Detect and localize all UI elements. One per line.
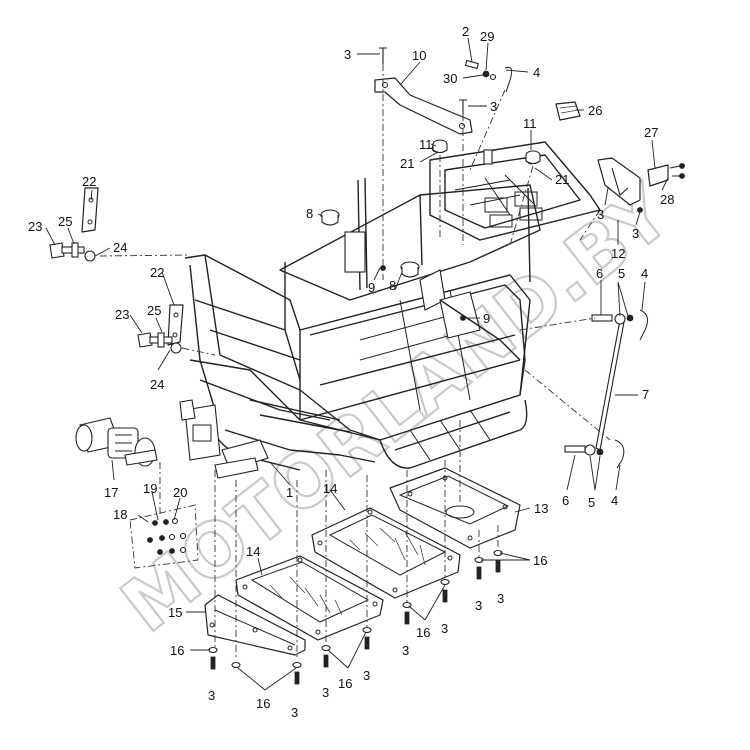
- part-18-hardware-group: [129, 504, 199, 569]
- callout-7: 7: [642, 387, 649, 402]
- callout-23: 23: [115, 307, 129, 322]
- callout-24: 24: [150, 377, 164, 392]
- callout-16: 16: [338, 676, 352, 691]
- leader-lines: [45, 37, 669, 691]
- callout-18: 18: [113, 507, 127, 522]
- callout-16: 16: [256, 696, 270, 711]
- callout-labels: 3 10 2 29 30 4 3 26 11 11 21 21 27 28 3 …: [28, 24, 674, 720]
- callout-9: 9: [368, 280, 375, 295]
- callout-3: 3: [291, 705, 298, 720]
- callout-3: 3: [441, 621, 448, 636]
- callout-4: 4: [533, 65, 540, 80]
- callout-6: 6: [596, 266, 603, 281]
- callout-3: 3: [363, 668, 370, 683]
- callout-4: 4: [611, 493, 618, 508]
- callout-22: 22: [82, 174, 96, 189]
- callout-3: 3: [632, 226, 639, 241]
- callout-2: 2: [462, 24, 469, 39]
- callout-25: 25: [58, 214, 72, 229]
- main-frame: [179, 141, 601, 479]
- callout-14: 14: [323, 481, 337, 496]
- part-26-pad: [555, 101, 581, 121]
- callout-8: 8: [306, 206, 313, 221]
- callout-3: 3: [475, 598, 482, 613]
- callout-12: 12: [611, 246, 625, 261]
- callout-19: 19: [143, 481, 157, 496]
- callout-22: 22: [150, 265, 164, 280]
- part-7-strut: [564, 309, 649, 469]
- part-10-bracket: [374, 47, 473, 135]
- callout-24: 24: [113, 240, 127, 255]
- skid-plate-14-front: [235, 555, 384, 641]
- callout-23: 23: [28, 219, 42, 234]
- left-shock-mount-upper: [49, 187, 99, 262]
- callout-15: 15: [168, 605, 182, 620]
- callout-5: 5: [588, 495, 595, 510]
- callout-1: 1: [286, 485, 293, 500]
- callout-11: 11: [523, 116, 537, 131]
- callout-11: 11: [419, 137, 433, 152]
- callout-16: 16: [533, 553, 547, 568]
- callout-30: 30: [443, 71, 457, 86]
- pin-assembly-top: [464, 59, 513, 93]
- callout-4: 4: [641, 266, 648, 281]
- callout-29: 29: [480, 29, 494, 44]
- callout-3: 3: [497, 591, 504, 606]
- callout-21: 21: [400, 156, 414, 171]
- callout-3: 3: [344, 47, 351, 62]
- part-26-hatch: [559, 105, 579, 114]
- callout-10: 10: [412, 48, 426, 63]
- callout-20: 20: [173, 485, 187, 500]
- part-27-latch-bracket: [597, 157, 686, 213]
- part-11-knobs: [432, 139, 541, 165]
- callout-9: 9: [483, 311, 490, 326]
- part-17-winch: [75, 417, 158, 467]
- part-15-front-guard: [204, 594, 306, 656]
- callout-3: 3: [490, 99, 497, 114]
- callout-16: 16: [416, 625, 430, 640]
- callout-16: 16: [170, 643, 184, 658]
- callout-3: 3: [402, 643, 409, 658]
- callout-8: 8: [389, 278, 396, 293]
- callout-5: 5: [618, 266, 625, 281]
- callout-21: 21: [555, 172, 569, 187]
- callout-28: 28: [660, 192, 674, 207]
- callout-6: 6: [562, 493, 569, 508]
- callout-14: 14: [246, 544, 260, 559]
- callout-27: 27: [644, 125, 658, 140]
- callout-25: 25: [147, 303, 161, 318]
- callout-3: 3: [208, 688, 215, 703]
- left-shock-mount-lower: [137, 304, 184, 354]
- callout-3: 3: [597, 207, 604, 222]
- callout-3: 3: [322, 685, 329, 700]
- alignment-lines: [99, 64, 611, 660]
- callout-26: 26: [588, 103, 602, 118]
- callout-17: 17: [104, 485, 118, 500]
- callout-13: 13: [534, 501, 548, 516]
